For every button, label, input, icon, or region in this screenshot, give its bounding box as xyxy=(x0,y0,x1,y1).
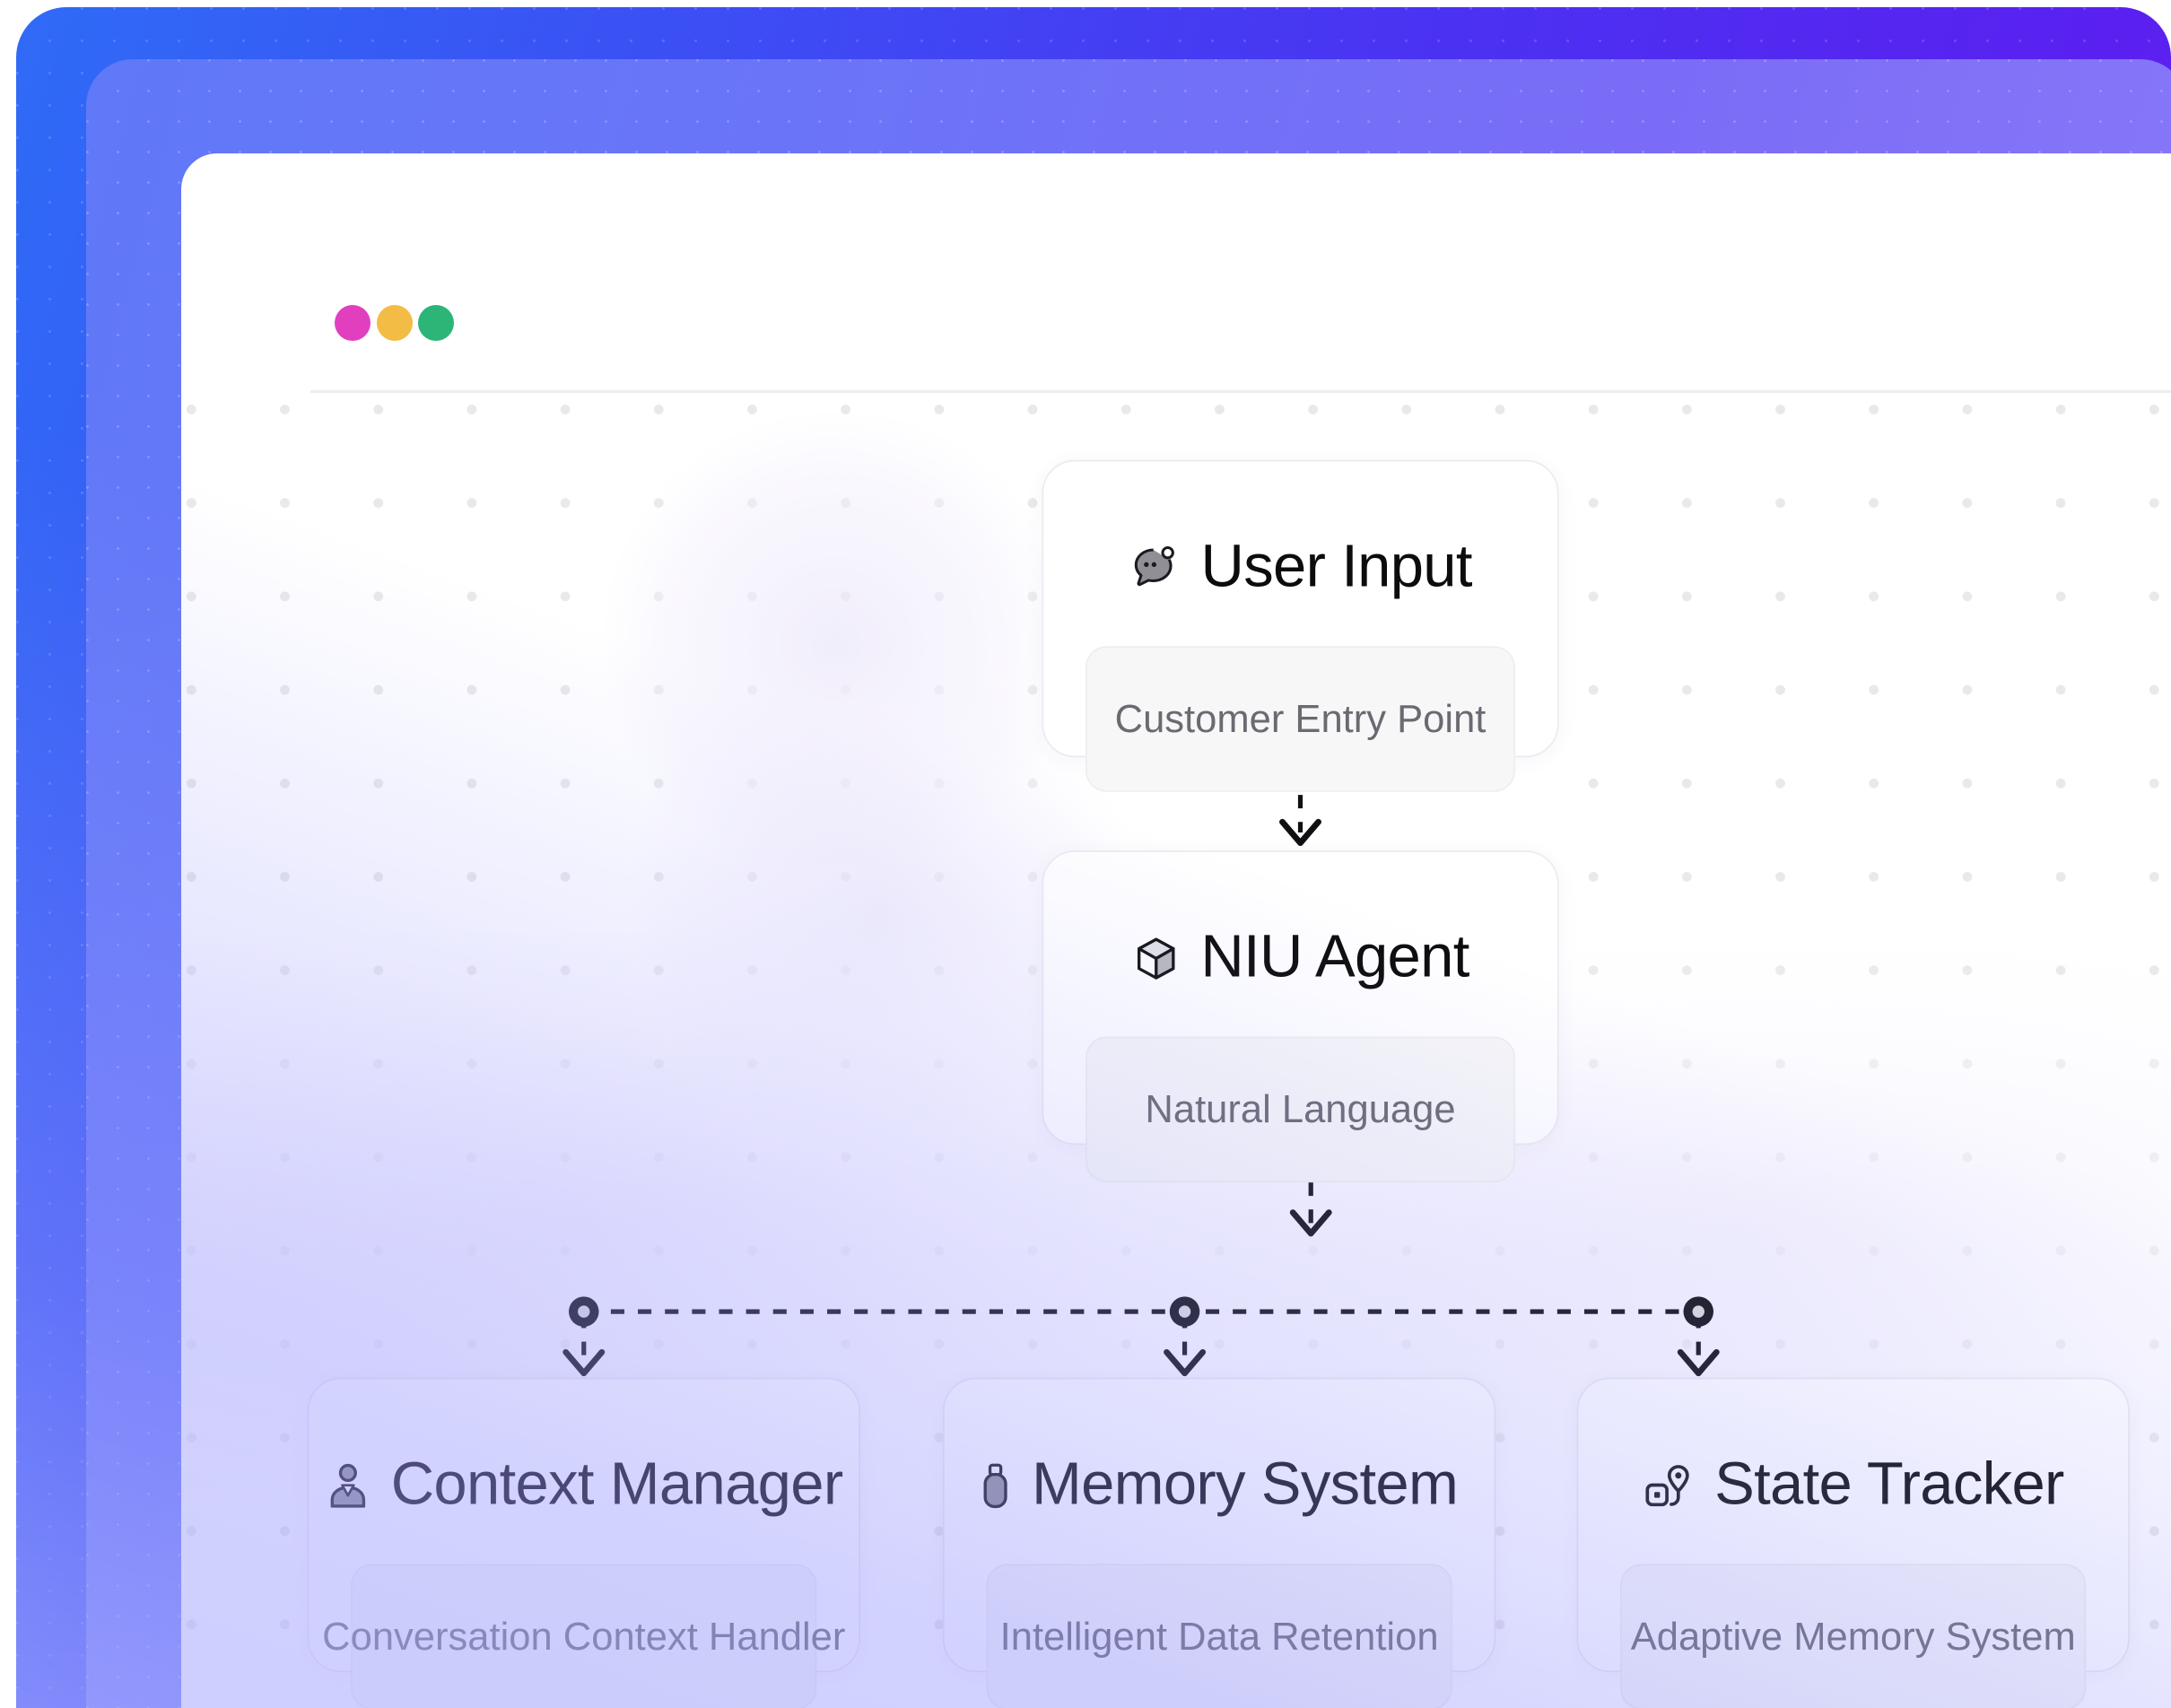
node-header: State Tracker xyxy=(1620,1451,2086,1519)
node-header: NIU Agent xyxy=(1086,924,1515,991)
node-title: Memory System xyxy=(1032,1451,1459,1518)
node-subtitle: Customer Entry Point xyxy=(1086,646,1515,792)
node-header: Context Manager xyxy=(329,1451,843,1519)
outer-gradient-frame: User Input Customer Entry Point xyxy=(16,7,2171,1708)
node-title: NIU Agent xyxy=(1200,924,1469,990)
node-user-input[interactable]: User Input Customer Entry Point xyxy=(1042,459,1559,792)
titlebar-divider xyxy=(310,390,2171,393)
node-memory-system[interactable]: Memory System Intelligent Data Retention xyxy=(942,1377,1496,1708)
edge-bus-to-memory-system xyxy=(1164,1296,1207,1377)
flow-graph: User Input Customer Entry Point xyxy=(181,394,2171,1708)
traffic-light-maximize-button[interactable] xyxy=(418,305,454,341)
node-subtitle: Adaptive Memory System xyxy=(1620,1564,2087,1708)
browser-window: User Input Customer Entry Point xyxy=(181,153,2171,1708)
cube-package-icon xyxy=(1131,934,1180,982)
edge-bus-to-state-tracker xyxy=(1677,1296,1720,1377)
node-header: User Input xyxy=(1086,534,1515,601)
node-subtitle: Natural Language xyxy=(1086,1036,1515,1183)
mid-gradient-layer: User Input Customer Entry Point xyxy=(86,59,2171,1708)
node-context-manager[interactable]: Context Manager Conversation Context Han… xyxy=(307,1377,860,1708)
diagram-canvas[interactable]: User Input Customer Entry Point xyxy=(181,394,2171,1708)
window-titlebar xyxy=(181,153,2171,341)
node-niu-agent[interactable]: NIU Agent Natural Language xyxy=(1042,850,1559,1183)
edge-bus-to-context-manager xyxy=(562,1296,606,1377)
node-title: User Input xyxy=(1200,533,1473,600)
speech-bubble-icon xyxy=(1129,542,1180,593)
usb-drive-icon xyxy=(981,1461,1010,1510)
person-tie-icon xyxy=(325,1461,370,1510)
node-subtitle: Intelligent Data Retention xyxy=(986,1564,1452,1708)
node-header: Memory System xyxy=(983,1451,1459,1519)
traffic-light-close-button[interactable] xyxy=(335,305,371,341)
location-pin-box-icon xyxy=(1643,1461,1694,1510)
traffic-light-minimize-button[interactable] xyxy=(377,305,413,341)
node-state-tracker[interactable]: State Tracker Adaptive Memory System xyxy=(1576,1377,2130,1708)
node-title: Context Manager xyxy=(390,1451,843,1518)
node-subtitle: Conversation Context Handler xyxy=(322,1564,845,1708)
node-title: State Tracker xyxy=(1714,1451,2064,1518)
